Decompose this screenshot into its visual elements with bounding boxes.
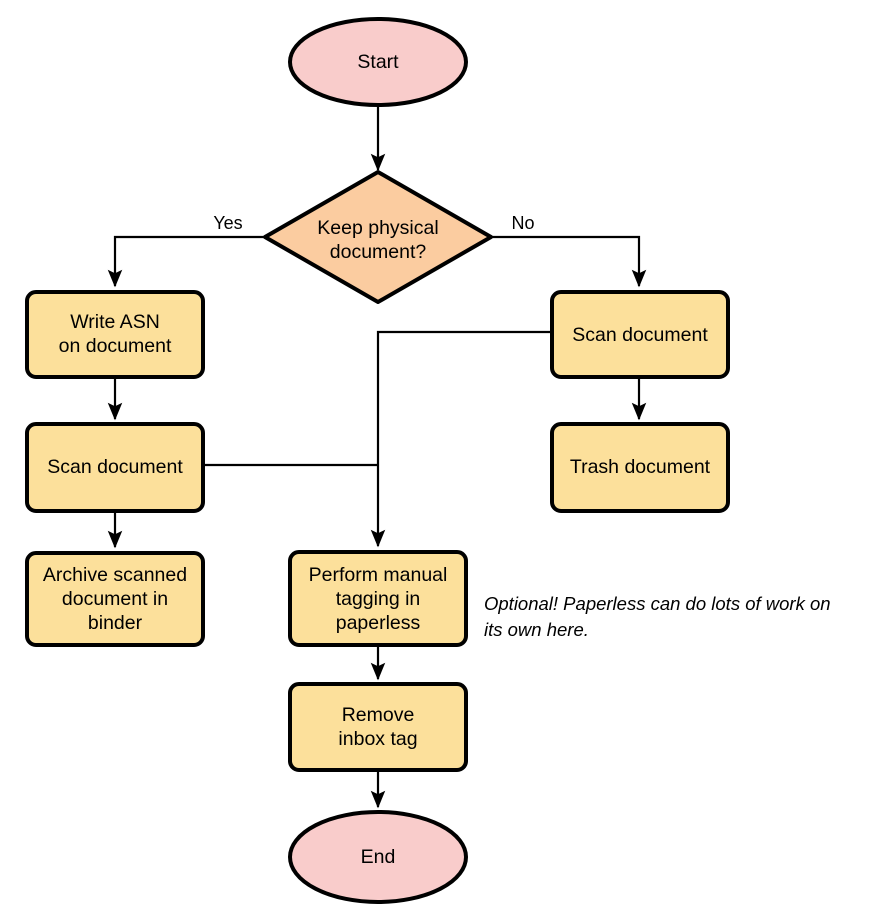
- end-ellipse: [288, 810, 468, 904]
- archive-label-line3: binder: [88, 612, 143, 634]
- start-label: Start: [357, 51, 399, 73]
- node-remove-inbox-tag[interactable]: Remove inbox tag: [288, 682, 468, 772]
- node-keep-physical-document[interactable]: Keep physical document?: [263, 170, 493, 304]
- trash-document-box: [550, 422, 730, 513]
- optional-note-line2: its own here.: [484, 619, 589, 640]
- edge-label-yes: Yes: [213, 213, 242, 233]
- remove-inbox-tag-box: [288, 682, 468, 772]
- start-ellipse: [288, 17, 468, 107]
- manual-tagging-label-line1: Perform manual: [309, 564, 448, 586]
- archive-label-line2: document in: [62, 588, 168, 610]
- archive-box: [25, 551, 205, 647]
- edge-label-no: No: [511, 213, 534, 233]
- decision-label-line1: Keep physical: [317, 217, 438, 239]
- archive-label-line1: Archive scanned: [43, 564, 187, 586]
- node-start[interactable]: Start: [288, 17, 468, 107]
- trash-document-label: Trash document: [570, 456, 711, 478]
- write-asn-box: [25, 290, 205, 379]
- node-write-asn-on-document[interactable]: Write ASN on document: [25, 290, 205, 379]
- end-label: End: [361, 846, 396, 868]
- remove-inbox-tag-label-line2: inbox tag: [338, 728, 417, 750]
- edge-scan-right-to-manual-tagging: [370, 330, 552, 548]
- manual-tagging-label-line3: paperless: [336, 612, 421, 634]
- manual-tagging-box: [288, 550, 468, 647]
- optional-note-line1: Optional! Paperless can do lots of work …: [484, 593, 831, 614]
- manual-tagging-label-line2: tagging in: [336, 588, 421, 610]
- node-archive-scanned-document[interactable]: Archive scanned document in binder: [25, 551, 205, 647]
- remove-inbox-tag-label-line1: Remove: [342, 704, 415, 726]
- decision-label-line2: document?: [330, 241, 427, 263]
- node-end[interactable]: End: [288, 810, 468, 904]
- node-scan-document-right[interactable]: Scan document: [550, 290, 730, 379]
- scan-document-right-label: Scan document: [572, 324, 708, 346]
- scan-document-right-box: [550, 290, 730, 379]
- node-trash-document[interactable]: Trash document: [550, 422, 730, 513]
- write-asn-label-line1: Write ASN: [70, 311, 160, 333]
- scan-document-left-box: [25, 422, 205, 513]
- write-asn-label-line2: on document: [59, 335, 172, 357]
- scan-document-left-label: Scan document: [47, 456, 183, 478]
- edge-decision-yes-to-write-asn: [107, 235, 265, 288]
- optional-note: Optional! Paperless can do lots of work …: [484, 593, 831, 640]
- edge-decision-no-to-scan-right: [491, 235, 647, 288]
- node-perform-manual-tagging[interactable]: Perform manual tagging in paperless: [288, 550, 468, 647]
- node-scan-document-left[interactable]: Scan document: [25, 422, 205, 513]
- decision-diamond: [263, 170, 493, 304]
